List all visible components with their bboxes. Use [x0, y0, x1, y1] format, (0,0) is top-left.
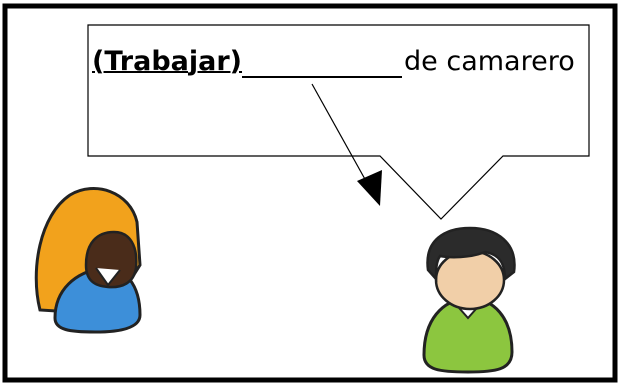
speech-bubble: [87, 24, 590, 220]
man-avatar-icon: [422, 226, 516, 374]
woman-avatar-icon: [34, 187, 142, 334]
panel-frame: [2, 3, 618, 383]
answer-blank[interactable]: [242, 50, 403, 78]
verb-cue: (Trabajar): [92, 46, 243, 77]
sentence-tail: de camarero: [404, 46, 575, 77]
exercise-sentence: (Trabajar) de camarero: [92, 46, 575, 78]
arrow-icon: [311, 83, 382, 206]
